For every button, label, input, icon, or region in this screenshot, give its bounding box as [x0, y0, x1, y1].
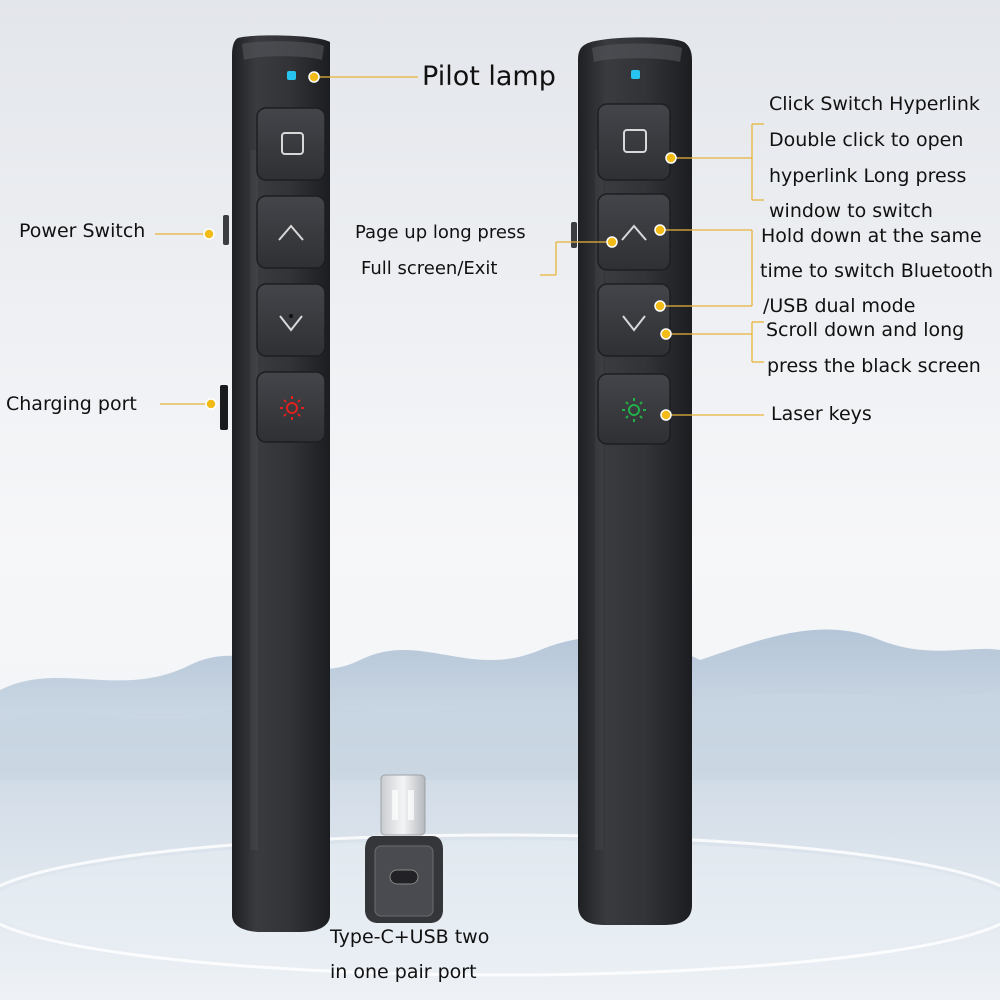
usb-dongle: [365, 774, 443, 923]
label-click-3: hyperlink Long press: [769, 165, 967, 187]
label-page-up-2: Full screen/Exit: [361, 258, 498, 279]
presenter-right: [571, 37, 692, 926]
laser-icon: [280, 396, 304, 420]
laser-icon-right: [622, 398, 646, 422]
callout-dots: [203, 71, 677, 421]
callout-lines: [155, 76, 764, 416]
chevron-up-icon-right: [621, 224, 647, 241]
label-typec-1: Type-C+USB two: [330, 926, 490, 948]
label-scroll-2: press the black screen: [767, 355, 981, 377]
label-scroll-1: Scroll down and long: [766, 319, 965, 341]
presenter-left: [220, 35, 330, 933]
chevron-down-icon: [279, 315, 303, 332]
label-charging-port: Charging port: [6, 393, 137, 415]
label-click-1: Click Switch Hyperlink: [769, 93, 980, 115]
square-button[interactable]: [256, 107, 326, 181]
chevron-up-icon: [278, 224, 304, 241]
label-click-4: window to switch: [769, 200, 933, 222]
label-hold-1: Hold down at the same: [761, 225, 982, 247]
laser-button[interactable]: [256, 371, 326, 443]
square-icon: [281, 132, 304, 155]
page-up-button-right[interactable]: [597, 193, 671, 271]
chevron-down-icon-right: [622, 315, 646, 332]
indicator-light: [287, 71, 296, 80]
label-pilot-lamp: Pilot lamp: [422, 61, 556, 92]
square-button-right[interactable]: [597, 103, 671, 181]
indicator-light-right: [631, 70, 640, 79]
podium-top: [0, 840, 1000, 970]
label-click-2: Double click to open: [769, 129, 964, 151]
label-typec-2: in one pair port: [330, 961, 477, 983]
laser-button-right[interactable]: [597, 373, 671, 445]
page-down-button[interactable]: [256, 283, 326, 357]
square-icon-right: [623, 129, 647, 153]
page-down-button-right[interactable]: [597, 283, 671, 357]
label-hold-3: /USB dual mode: [763, 295, 916, 317]
podium-ring: [0, 833, 1000, 977]
label-laser-keys: Laser keys: [771, 403, 872, 425]
label-hold-2: time to switch Bluetooth: [760, 260, 994, 282]
label-page-up-1: Page up long press: [355, 222, 526, 243]
page-up-button[interactable]: [256, 195, 326, 269]
label-power-switch: Power Switch: [19, 220, 146, 242]
